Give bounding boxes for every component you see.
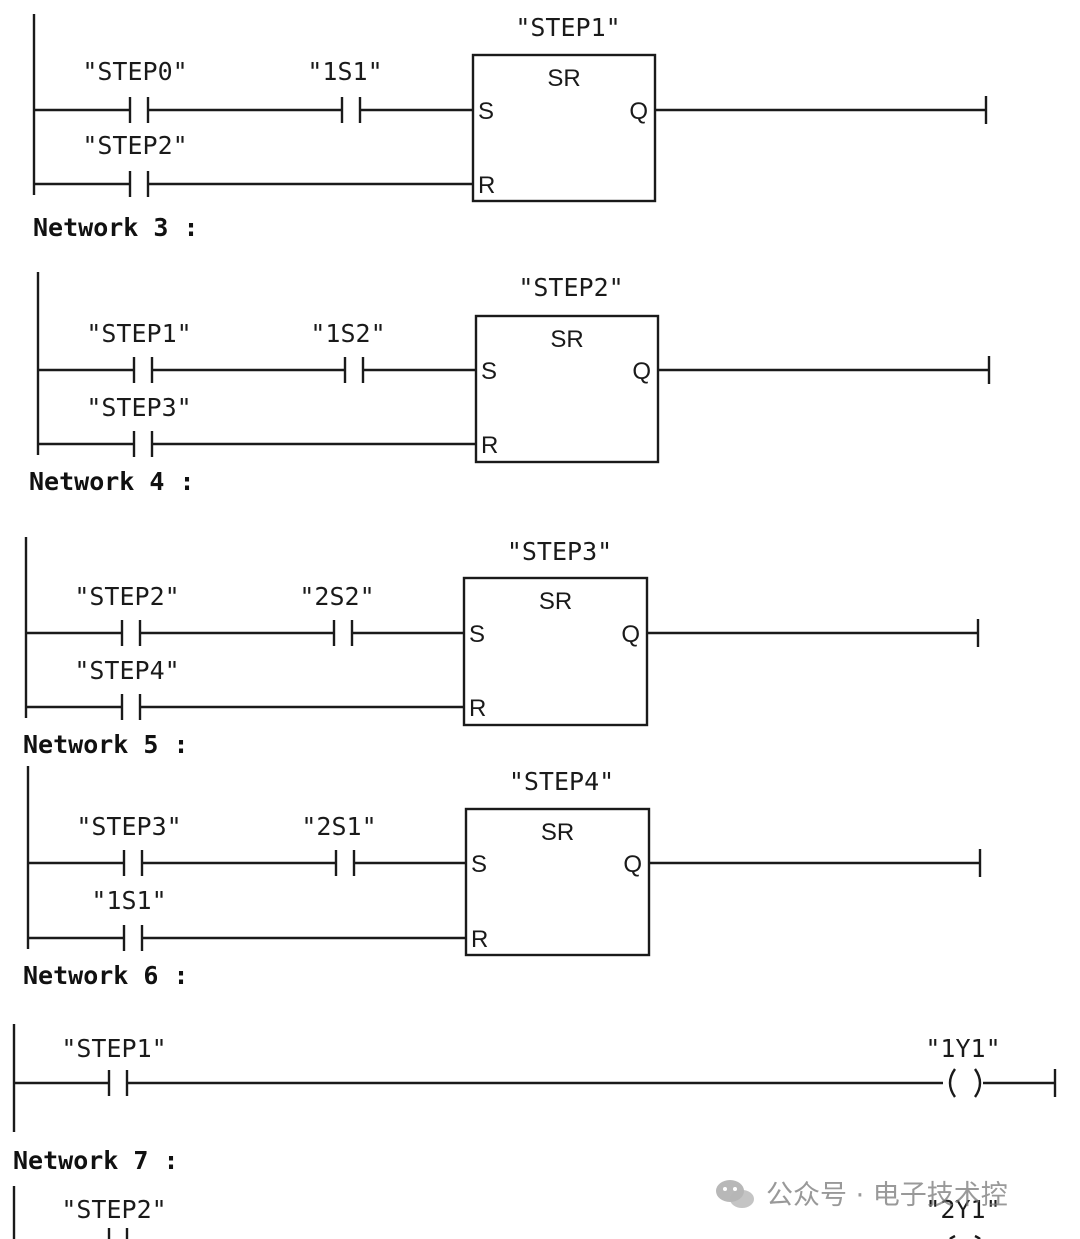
contact-tag: "STEP3" bbox=[86, 393, 191, 422]
sr-block bbox=[471, 53, 657, 203]
watermark: 公众号 · 电子技术控 bbox=[716, 1180, 1008, 1211]
contact-tag: "STEP2" bbox=[61, 1195, 166, 1224]
network-label: Network 5 : bbox=[23, 730, 189, 759]
contact-tag: "STEP1" bbox=[86, 319, 191, 348]
contact-tag: "STEP3" bbox=[76, 812, 181, 841]
output-tag: "STEP1" bbox=[515, 13, 620, 42]
output-tag: "STEP2" bbox=[518, 273, 623, 302]
no-contact bbox=[122, 925, 144, 951]
coil-tag: "2Y1" bbox=[925, 1195, 1000, 1224]
coil-network: "STEP1" "1Y1" ( ) bbox=[12, 1024, 1057, 1132]
sr-block-label: SR bbox=[541, 819, 574, 846]
contact-tag: "STEP4" bbox=[74, 656, 179, 685]
no-contact bbox=[128, 171, 150, 197]
output-pin-label: Q bbox=[621, 621, 640, 648]
output-tag: "STEP3" bbox=[507, 537, 612, 566]
network-label: Network 3 : bbox=[33, 213, 199, 242]
no-contact bbox=[343, 357, 365, 383]
set-pin-label: S bbox=[481, 358, 497, 385]
coil-network: "STEP2" "2Y1" bbox=[12, 1186, 1001, 1239]
contact-tag: "STEP0" bbox=[82, 57, 187, 86]
reset-pin-label: R bbox=[471, 926, 488, 953]
coil-tag: "1Y1" bbox=[925, 1034, 1000, 1063]
sr-block-label: SR bbox=[550, 326, 583, 353]
no-contact bbox=[340, 97, 362, 123]
network-label: Network 7 : bbox=[13, 1146, 179, 1175]
contact-tag: "STEP2" bbox=[74, 582, 179, 611]
output-pin-label: Q bbox=[629, 98, 648, 125]
no-contact bbox=[132, 357, 154, 383]
wechat-icon bbox=[716, 1180, 754, 1208]
contact-tag: "1S1" bbox=[91, 886, 166, 915]
reset-pin-label: R bbox=[469, 695, 486, 722]
output-tag: "STEP4" bbox=[509, 767, 614, 796]
contact-tag: "2S1" bbox=[301, 812, 376, 841]
contact-tag: "STEP1" bbox=[61, 1034, 166, 1063]
contact-tag: "STEP2" bbox=[82, 131, 187, 160]
sr-block-label: SR bbox=[539, 588, 572, 615]
no-contact bbox=[332, 620, 354, 646]
no-contact bbox=[107, 1070, 129, 1096]
contact-tag: "1S1" bbox=[307, 57, 382, 86]
no-contact bbox=[120, 694, 142, 720]
sr-block bbox=[474, 314, 660, 464]
output-coil: ( ) bbox=[948, 1068, 982, 1098]
network-label: Network 6 : bbox=[23, 961, 189, 990]
sr-block bbox=[462, 576, 649, 727]
sr-block bbox=[464, 807, 651, 957]
contact-tag: "2S2" bbox=[299, 582, 374, 611]
contact-tag: "1S2" bbox=[310, 319, 385, 348]
set-pin-label: S bbox=[469, 621, 485, 648]
no-contact bbox=[128, 97, 150, 123]
output-pin-label: Q bbox=[623, 851, 642, 878]
no-contact bbox=[122, 850, 144, 876]
no-contact bbox=[132, 431, 154, 457]
network-label: Network 4 : bbox=[29, 467, 195, 496]
set-pin-label: S bbox=[478, 98, 494, 125]
set-pin-label: S bbox=[471, 851, 487, 878]
sr-block-label: SR bbox=[547, 65, 580, 92]
reset-pin-label: R bbox=[481, 432, 498, 459]
no-contact bbox=[334, 850, 356, 876]
reset-pin-label: R bbox=[478, 172, 495, 199]
no-contact bbox=[120, 620, 142, 646]
watermark-text: 公众号 · 电子技术控 bbox=[766, 1180, 1008, 1211]
output-pin-label: Q bbox=[632, 358, 651, 385]
